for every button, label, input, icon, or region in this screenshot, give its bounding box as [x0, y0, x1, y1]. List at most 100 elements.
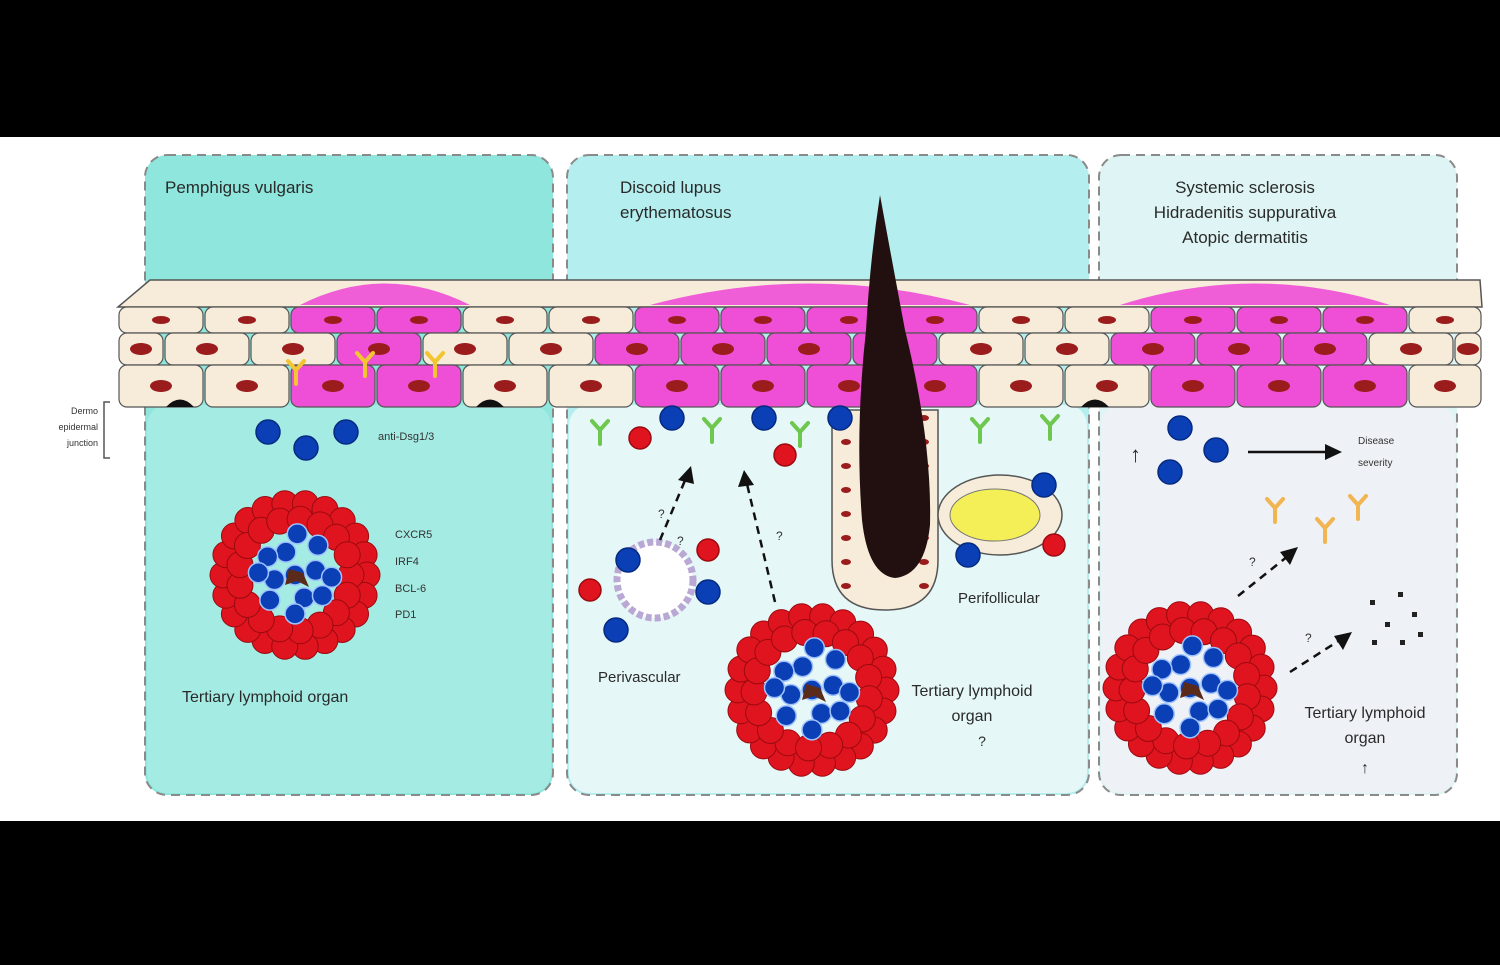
keratinocyte-nucleus: [1228, 343, 1250, 355]
tlo-b-cell: [1153, 703, 1175, 725]
tlo-b-cell: [829, 700, 851, 722]
tlo-b-cell: [1141, 674, 1164, 697]
t-cell: [628, 426, 652, 450]
tlo-b-cell: [275, 541, 297, 563]
panel-2-arrow-label-3: ?: [776, 529, 783, 543]
cornified-inflammation: [1120, 283, 1390, 305]
cytokine: [1400, 640, 1405, 645]
junction-bracket-line: [103, 401, 110, 459]
keratinocyte-nucleus: [1270, 316, 1288, 324]
keratinocyte-nucleus: [1268, 380, 1290, 392]
cytokines: [1370, 592, 1423, 645]
b-cell: [695, 579, 721, 605]
antibody: [1265, 497, 1285, 524]
keratinocyte-nucleus: [1356, 316, 1374, 324]
keratinocyte-nucleus: [798, 343, 820, 355]
junction-label-line-1: Dermo: [71, 406, 98, 416]
tlo-panel-3: [1102, 601, 1278, 775]
tertiary-lymphoid-organs: [209, 490, 1278, 777]
tlo-b-cell: [1179, 717, 1201, 739]
follicle-cell-nucleus: [919, 559, 929, 565]
panel-2-title-line-2: erythematosus: [620, 203, 732, 222]
antibody: [1040, 414, 1060, 441]
keratinocyte-nucleus: [580, 380, 602, 392]
keratinocyte-nucleus: [1314, 343, 1336, 355]
keratinocyte-nucleus: [496, 316, 514, 324]
b-cell: [827, 405, 853, 431]
panel-3-tlo-label-line-2: organ: [1345, 730, 1386, 747]
keratinocyte-nucleus: [754, 316, 772, 324]
keratinocyte-nucleus: [238, 316, 256, 324]
panel-3-up-arrow: ↑: [1130, 442, 1141, 467]
keratinocyte-nucleus: [1010, 380, 1032, 392]
keratinocyte-nucleus: [282, 343, 304, 355]
keratinocyte-nucleus: [408, 380, 430, 392]
dashed-arrowhead-2: [738, 470, 754, 487]
panel-3-tlo-label-line-1: Tertiary lymphoid: [1305, 705, 1426, 722]
keratinocyte-nucleus: [1434, 380, 1456, 392]
tlo-b-cell: [801, 719, 823, 741]
keratinocyte-nucleus: [324, 316, 342, 324]
tlo-dendritic-cell: [1180, 682, 1204, 700]
tlo-b-cell: [311, 584, 334, 607]
keratinocyte-nucleus: [130, 343, 152, 355]
antibody: [970, 417, 990, 444]
dashed-arrow-tlo-to-epidermis: [745, 483, 777, 603]
keratinocyte-nucleus: [838, 380, 860, 392]
keratinocyte-nucleus: [712, 343, 734, 355]
panel-2-arrow-label-2: ?: [677, 534, 684, 548]
keratinocyte-nucleus: [540, 343, 562, 355]
perifollicular-label: Perifollicular: [958, 590, 1040, 607]
sebaceous-gland: [937, 474, 1063, 556]
antibody: [425, 351, 445, 378]
keratinocyte-nucleus: [582, 316, 600, 324]
follicle-cell-nucleus: [841, 535, 851, 541]
tlo-b-cell: [247, 561, 270, 584]
epidermis: [115, 279, 1483, 408]
tlo-panel-1: [209, 490, 381, 660]
tlo-b-cell: [1181, 635, 1204, 657]
severity-label-line-1: Disease: [1358, 436, 1395, 447]
basement-membrane-bump: [166, 399, 194, 407]
tlo-b-cell: [824, 648, 847, 671]
panel-2-title-line-1: Discoid lupus: [620, 178, 721, 197]
antibody: [1348, 494, 1368, 521]
dashed-arrowhead-4: [1334, 632, 1352, 650]
tlo-b-cell: [838, 681, 861, 704]
b-cell: [603, 617, 629, 643]
basement-membrane-bump: [476, 399, 504, 407]
keratinocyte-nucleus: [926, 316, 944, 324]
cornified-inflammation: [300, 283, 470, 305]
tlo-panel-2: [724, 603, 900, 777]
b-cell: [1031, 472, 1057, 498]
follicle-cell-nucleus: [841, 559, 851, 565]
severity-arrowhead: [1325, 444, 1342, 460]
tlo-b-cell: [284, 603, 306, 625]
marker-bcl6: BCL-6: [395, 583, 426, 595]
panel-3-title-line-2: Hidradenitis suppurativa: [1154, 203, 1337, 222]
keratinocyte-nucleus: [1098, 316, 1116, 324]
panel-1-title: Pemphigus vulgaris: [165, 178, 313, 197]
cytokine: [1412, 612, 1417, 617]
marker-cxcr5: CXCR5: [395, 529, 432, 541]
b-cell: [333, 419, 359, 445]
follicle-cell-nucleus: [841, 583, 851, 589]
keratinocyte-nucleus: [1354, 380, 1376, 392]
keratinocyte-nucleus: [626, 343, 648, 355]
keratinocyte-nucleus: [236, 380, 258, 392]
dashed-arrow-panel-3-upper: [1237, 555, 1289, 597]
follicle-cell-nucleus: [919, 583, 929, 589]
keratinocyte-nucleus: [666, 380, 688, 392]
keratinocyte-nucleus: [454, 343, 476, 355]
b-cell: [1157, 459, 1183, 485]
t-cell: [1042, 533, 1066, 557]
antibody: [286, 359, 306, 386]
panel-3-title-line-3: Atopic dermatitis: [1182, 228, 1308, 247]
follicle-cell-nucleus: [841, 439, 851, 445]
hair-follicle: [831, 195, 1063, 611]
panel-1-tlo-label: Tertiary lymphoid organ: [182, 689, 348, 706]
keratinocyte-nucleus: [1184, 316, 1202, 324]
antibody: [1315, 517, 1335, 544]
